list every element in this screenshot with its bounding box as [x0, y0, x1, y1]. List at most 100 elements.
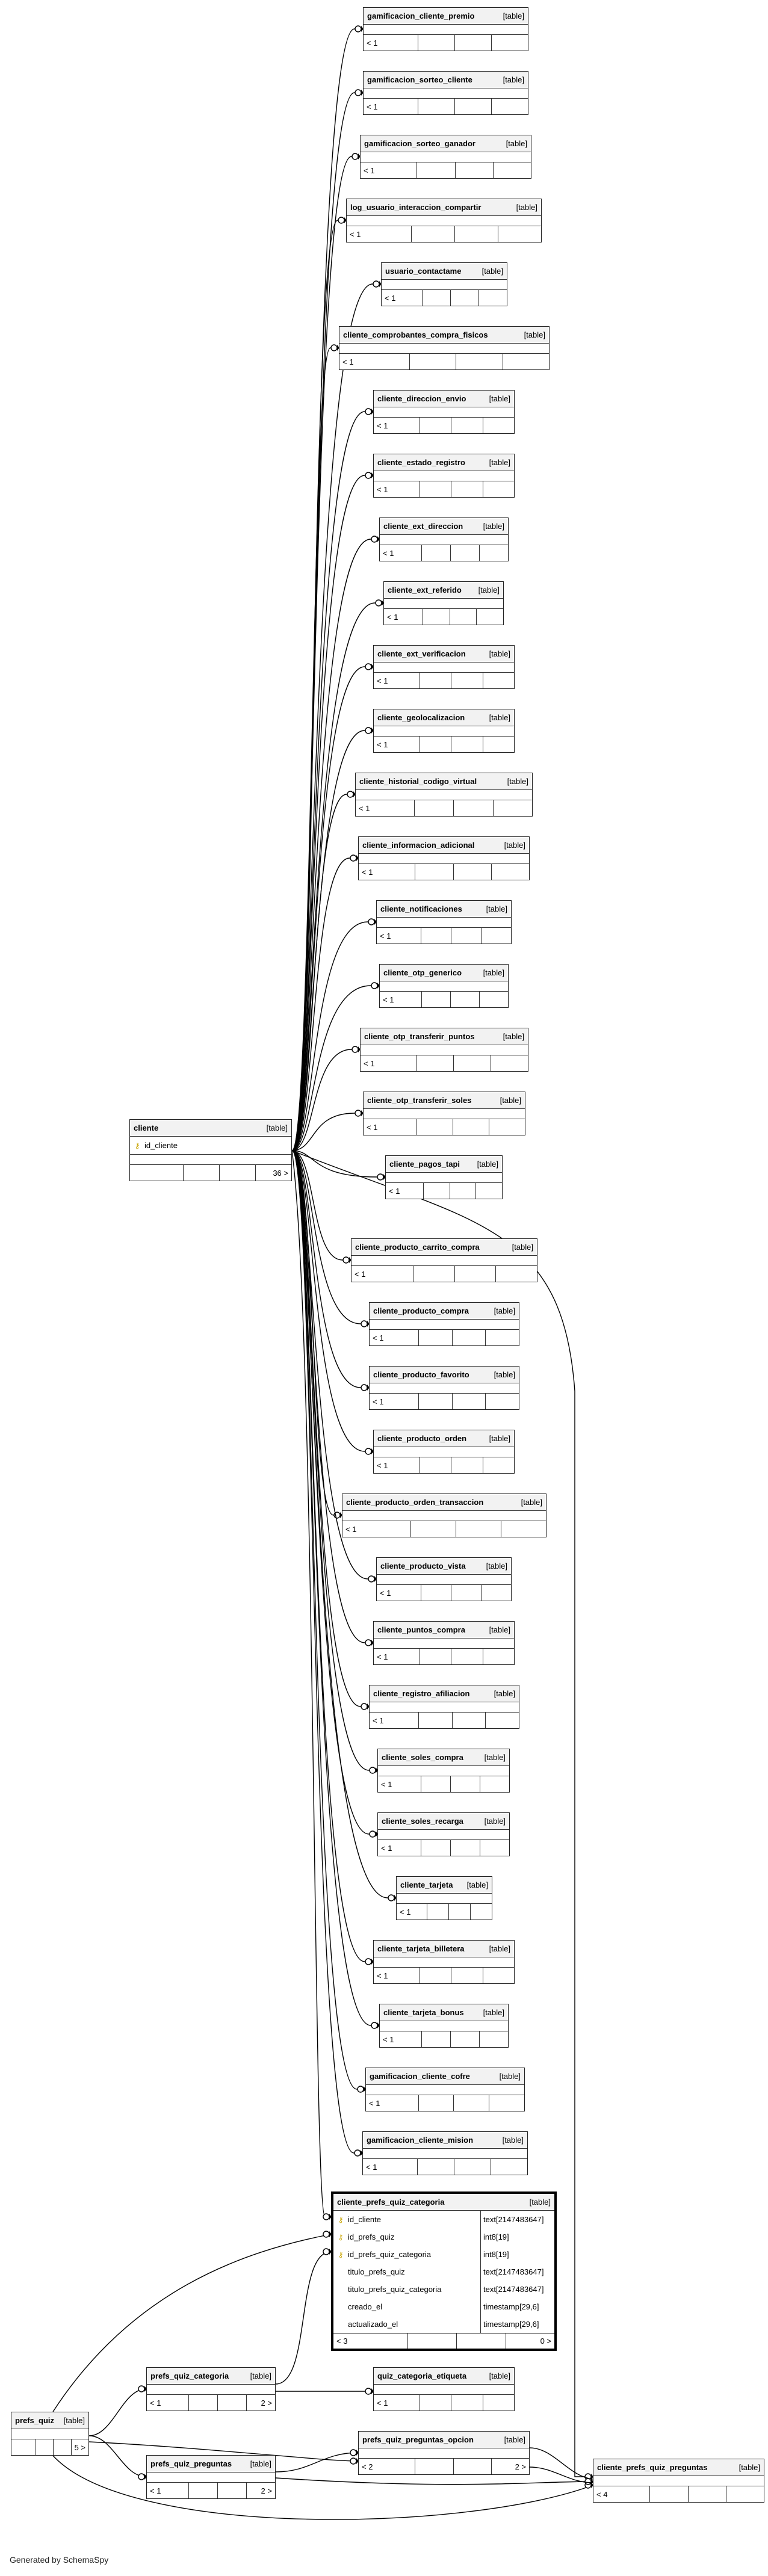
table-header[interactable]: cliente_soles_compra[table] [378, 1749, 509, 1766]
table-cliente-prefs-quiz-preguntas[interactable]: cliente_prefs_quiz_preguntas[table]< 4 [593, 2459, 764, 2503]
table-name[interactable]: cliente_soles_recarga [382, 1817, 463, 1826]
table-header[interactable]: cliente_geolocalizacion[table] [374, 709, 514, 726]
table-header[interactable]: cliente_otp_transferir_puntos[table] [361, 1028, 528, 1045]
table-name[interactable]: gamificacion_sorteo_ganador [364, 139, 475, 148]
table-name[interactable]: cliente_otp_generico [383, 968, 462, 977]
table-cliente-pagos-tapi[interactable]: cliente_pagos_tapi[table]< 1 [385, 1155, 503, 1199]
table-cliente-producto-orden-transaccion[interactable]: cliente_producto_orden_transaccion[table… [342, 1493, 547, 1537]
table-log-usuario-interaccion-compartir[interactable]: log_usuario_interaccion_compartir[table]… [346, 199, 542, 242]
table-name[interactable]: gamificacion_sorteo_cliente [367, 75, 472, 84]
table-name[interactable]: prefs_quiz_categoria [150, 2371, 229, 2380]
table-name[interactable]: gamificacion_cliente_mision [367, 2136, 474, 2145]
table-header[interactable]: cliente_tarjeta_bonus[table] [380, 2004, 508, 2021]
table-header[interactable]: cliente_direccion_envio[table] [374, 391, 514, 407]
table-cliente-producto-orden[interactable]: cliente_producto_orden[table]< 1 [373, 1430, 515, 1474]
table-name[interactable]: cliente_geolocalizacion [377, 713, 465, 722]
table-name[interactable]: prefs_quiz_preguntas [150, 2459, 232, 2468]
table-name[interactable]: quiz_categoria_etiqueta [377, 2371, 467, 2380]
table-header[interactable]: cliente_tarjeta[table] [397, 1877, 492, 1894]
table-cliente-producto-vista[interactable]: cliente_producto_vista[table]< 1 [376, 1557, 512, 1601]
table-header[interactable]: gamificacion_cliente_cofre[table] [366, 2068, 524, 2085]
table-header[interactable]: cliente_otp_transferir_soles[table] [364, 1092, 525, 1109]
table-cliente-comprobantes-compra-fisicos[interactable]: cliente_comprobantes_compra_fisicos[tabl… [339, 326, 550, 370]
table-header[interactable]: gamificacion_cliente_mision[table] [363, 2132, 527, 2149]
table-name[interactable]: cliente_direccion_envio [377, 394, 466, 403]
table-name[interactable]: prefs_quiz [15, 2416, 55, 2425]
table-cliente-producto-carrito-compra[interactable]: cliente_producto_carrito_compra[table]< … [351, 1238, 537, 1282]
table-name[interactable]: cliente_tarjeta [400, 1880, 453, 1889]
table-cliente-prefs-quiz-categoria[interactable]: cliente_prefs_quiz_categoria[table]⚷id_c… [331, 2191, 557, 2351]
table-cliente-tarjeta[interactable]: cliente_tarjeta[table]< 1 [396, 1876, 492, 1920]
table-cliente-otp-transferir-puntos[interactable]: cliente_otp_transferir_puntos[table]< 1 [360, 1028, 528, 1072]
table-header[interactable]: cliente_informacion_adicional[table] [359, 837, 529, 854]
table-name[interactable]: cliente_notificaciones [380, 904, 462, 913]
table-name[interactable]: cliente_puntos_compra [377, 1625, 465, 1634]
table-header[interactable]: cliente_producto_favorito[table] [370, 1367, 519, 1383]
table-cliente-otp-generico[interactable]: cliente_otp_generico[table]< 1 [379, 964, 509, 1008]
table-cliente-producto-compra[interactable]: cliente_producto_compra[table]< 1 [369, 1302, 519, 1346]
table-header[interactable]: prefs_quiz[table] [11, 2412, 88, 2429]
table-header[interactable]: prefs_quiz_preguntas[table] [147, 2456, 275, 2473]
table-name[interactable]: cliente_ext_direccion [383, 522, 463, 531]
table-name[interactable]: cliente_ext_verificacion [377, 649, 466, 658]
table-gamificacion-sorteo-cliente[interactable]: gamificacion_sorteo_cliente[table]< 1 [363, 71, 528, 115]
table-header[interactable]: cliente_producto_carrito_compra[table] [351, 1239, 537, 1256]
table-usuario-contactame[interactable]: usuario_contactame[table]< 1 [381, 262, 507, 306]
table-header[interactable]: gamificacion_cliente_premio[table] [364, 8, 528, 25]
table-header[interactable]: usuario_contactame[table] [382, 263, 507, 280]
table-header[interactable]: quiz_categoria_etiqueta[table] [374, 2368, 514, 2385]
table-header[interactable]: gamificacion_sorteo_ganador[table] [361, 135, 531, 152]
table-name[interactable]: cliente_tarjeta_billetera [377, 1944, 465, 1953]
table-cliente-producto-favorito[interactable]: cliente_producto_favorito[table]< 1 [369, 1366, 519, 1410]
table-cliente-puntos-compra[interactable]: cliente_puntos_compra[table]< 1 [373, 1621, 515, 1665]
table-name[interactable]: cliente_producto_carrito_compra [355, 1243, 480, 1252]
table-cliente-ext-referido[interactable]: cliente_ext_referido[table]< 1 [383, 581, 504, 625]
table-cliente-estado-registro[interactable]: cliente_estado_registro[table]< 1 [373, 454, 515, 498]
table-cliente-otp-transferir-soles[interactable]: cliente_otp_transferir_soles[table]< 1 [363, 1092, 525, 1135]
table-name[interactable]: cliente_ext_referido [388, 585, 462, 595]
table-name[interactable]: cliente_registro_afiliacion [373, 1689, 470, 1698]
table-header[interactable]: cliente_puntos_compra[table] [374, 1622, 514, 1639]
table-name[interactable]: prefs_quiz_preguntas_opcion [362, 2435, 474, 2444]
table-header[interactable]: cliente_producto_orden[table] [374, 1430, 514, 1447]
table-header[interactable]: cliente_prefs_quiz_categoria[table] [333, 2194, 554, 2211]
table-prefs-quiz[interactable]: prefs_quiz[table]5 > [11, 2412, 89, 2456]
table-name[interactable]: log_usuario_interaccion_compartir [350, 203, 482, 212]
table-header[interactable]: cliente_historial_codigo_virtual[table] [356, 773, 532, 790]
table-name[interactable]: cliente_pagos_tapi [389, 1160, 460, 1169]
table-name[interactable]: cliente_historial_codigo_virtual [359, 777, 477, 786]
table-header[interactable]: cliente_estado_registro[table] [374, 454, 514, 471]
table-name[interactable]: cliente_estado_registro [377, 458, 465, 467]
table-cliente-notificaciones[interactable]: cliente_notificaciones[table]< 1 [376, 900, 512, 944]
table-header[interactable]: cliente_notificaciones[table] [377, 901, 511, 918]
table-cliente-geolocalizacion[interactable]: cliente_geolocalizacion[table]< 1 [373, 709, 515, 753]
table-header[interactable]: cliente_ext_verificacion[table] [374, 646, 514, 663]
table-name[interactable]: cliente_prefs_quiz_preguntas [597, 2463, 708, 2472]
table-cliente-historial-codigo-virtual[interactable]: cliente_historial_codigo_virtual[table]<… [355, 773, 533, 817]
table-cliente-ext-direccion[interactable]: cliente_ext_direccion[table]< 1 [379, 517, 509, 561]
table-name[interactable]: cliente_producto_compra [373, 1306, 469, 1315]
table-name[interactable]: cliente_producto_favorito [373, 1370, 469, 1379]
table-name[interactable]: cliente_tarjeta_bonus [383, 2008, 464, 2017]
table-cliente-registro-afiliacion[interactable]: cliente_registro_afiliacion[table]< 1 [369, 1685, 519, 1729]
table-name[interactable]: cliente [134, 1123, 159, 1132]
table-header[interactable]: cliente_tarjeta_billetera[table] [374, 1941, 514, 1957]
table-cliente-direccion-envio[interactable]: cliente_direccion_envio[table]< 1 [373, 390, 515, 434]
table-name[interactable]: usuario_contactame [385, 267, 462, 276]
table-cliente-soles-recarga[interactable]: cliente_soles_recarga[table]< 1 [377, 1812, 510, 1856]
table-name[interactable]: cliente_soles_compra [382, 1753, 463, 1762]
table-header[interactable]: cliente_producto_vista[table] [377, 1558, 511, 1575]
table-header[interactable]: cliente_registro_afiliacion[table] [370, 1685, 519, 1702]
table-header[interactable]: cliente_producto_compra[table] [370, 1303, 519, 1320]
table-header[interactable]: cliente_producto_orden_transaccion[table… [342, 1494, 546, 1511]
table-cliente-soles-compra[interactable]: cliente_soles_compra[table]< 1 [377, 1749, 510, 1793]
